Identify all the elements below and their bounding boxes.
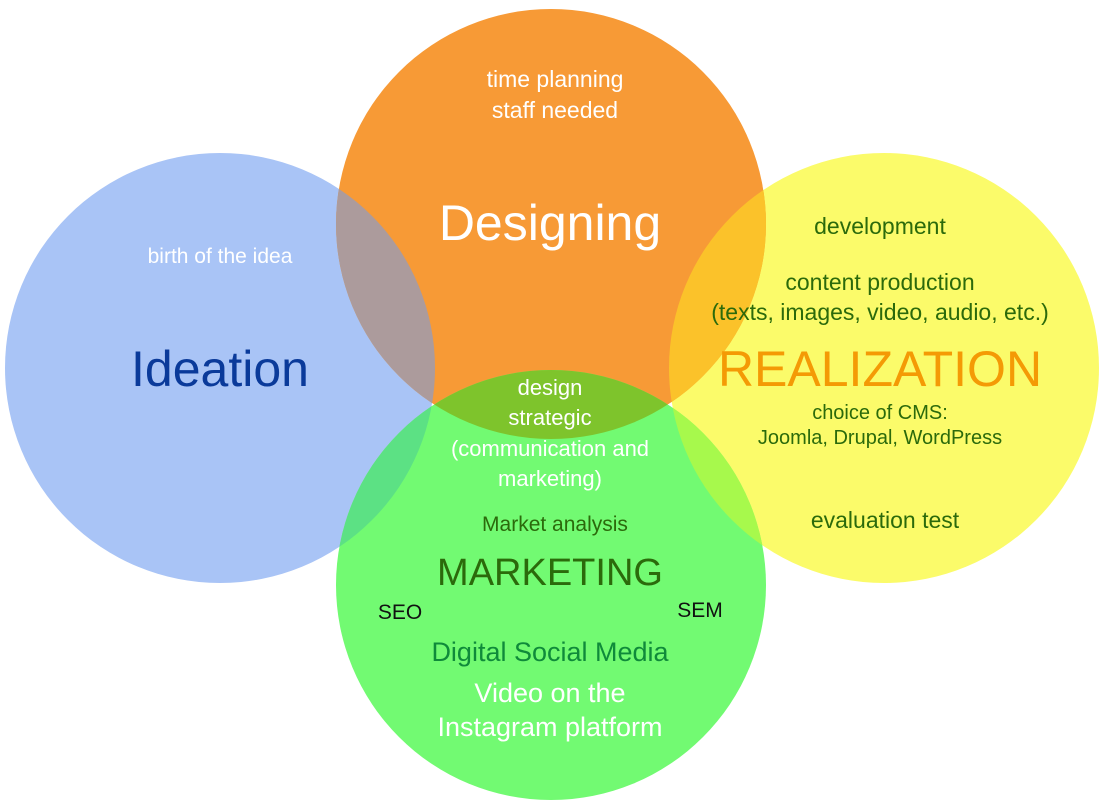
center-communication: (communication and [450, 436, 650, 461]
ideation-title: Ideation [131, 341, 309, 397]
realization-circle [669, 153, 1099, 583]
realization-content-types: (texts, images, video, audio, etc.) [711, 299, 1049, 325]
ideation-subtitle: birth of the idea [147, 245, 293, 268]
realization-cms-list: Joomla, Drupal, WordPress [757, 427, 1003, 449]
marketing-sem: SEM [677, 599, 723, 622]
center-marketing: marketing) [498, 466, 602, 491]
designing-staff-needed: staff needed [491, 97, 619, 123]
realization-cms-choice: choice of CMS: [812, 402, 948, 424]
center-design: design [517, 375, 583, 400]
marketing-digital-social-media: Digital Social Media [431, 637, 669, 667]
center-strategic: strategic [508, 405, 592, 430]
marketing-video-on-the: Video on the [474, 678, 626, 708]
marketing-circle [336, 370, 766, 800]
marketing-seo: SEO [377, 601, 423, 624]
ideation-circle [5, 153, 435, 583]
marketing-instagram-platform: Instagram platform [437, 712, 663, 742]
realization-title: REALIZATION [717, 341, 1043, 397]
designing-circle [336, 9, 766, 439]
realization-development: development [814, 213, 946, 239]
marketing-market-analysis: Market analysis [482, 513, 628, 536]
realization-evaluation-test: evaluation test [810, 507, 960, 533]
designing-time-planning: time planning [486, 66, 624, 92]
marketing-title: MARKETING [437, 552, 663, 594]
realization-content-production: content production [785, 269, 975, 295]
designing-title: Designing [438, 195, 662, 251]
